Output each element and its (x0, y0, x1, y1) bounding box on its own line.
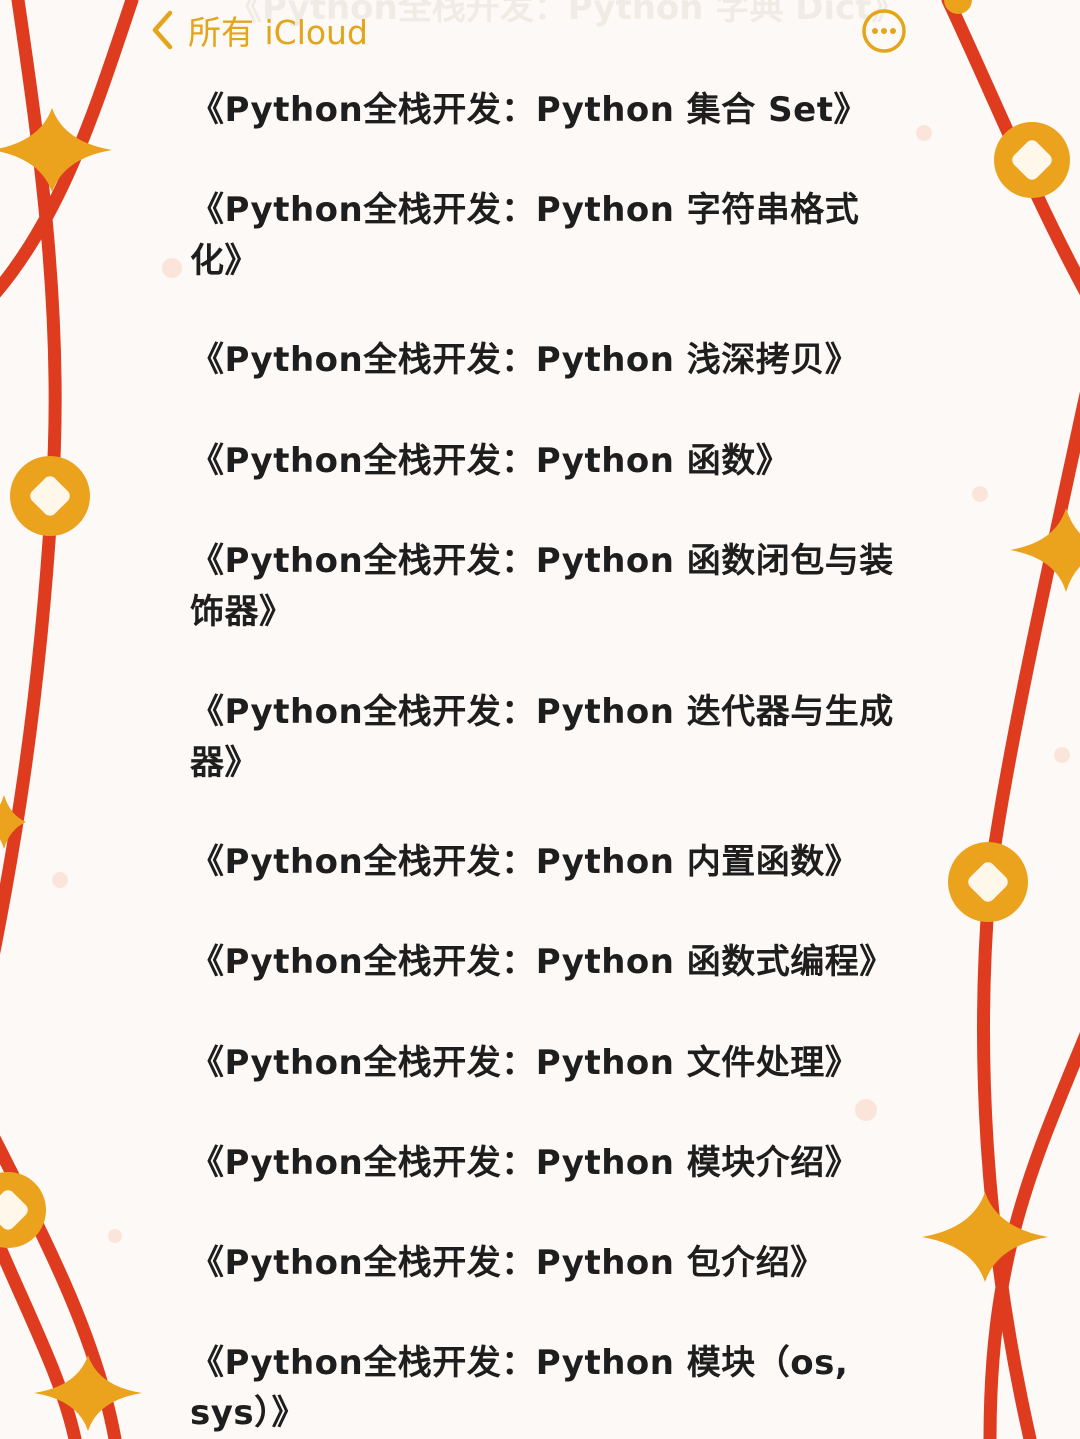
note-line: 饰器》 (190, 592, 294, 632)
note-line: 《Python全栈开发：Python 函数式编程》 (190, 942, 894, 982)
note-line: 《Python全栈开发：Python 内置函数》 (190, 842, 860, 882)
back-button[interactable]: 所有 iCloud (150, 8, 368, 52)
note-line: 《Python全栈开发：Python 函数》 (190, 441, 791, 481)
back-button-label: 所有 iCloud (188, 13, 368, 52)
note-line: 《Python全栈开发：Python 浅深拷贝》 (190, 340, 860, 380)
note-line: 《Python全栈开发：Python 文件处理》 (190, 1043, 860, 1083)
note-line: 《Python全栈开发：Python 迭代器与生成 (190, 692, 894, 732)
note-line: 《Python全栈开发：Python 集合 Set》 (190, 90, 868, 130)
note-line: 《Python全栈开发：Python 模块介绍》 (190, 1143, 860, 1183)
more-options-button[interactable] (861, 8, 907, 54)
note-line: sys）》 (190, 1393, 307, 1433)
note-line: 《Python全栈开发：Python 函数闭包与装 (190, 541, 894, 581)
note-line: 器》 (190, 743, 259, 783)
note-line: 《Python全栈开发：Python 模块（os, (190, 1343, 849, 1383)
note-line: 化》 (190, 241, 259, 281)
ellipsis-circle-icon (862, 9, 906, 53)
note-line: 《Python全栈开发：Python 字符串格式 (190, 190, 860, 230)
faded-note-title: 《Python全栈开发：Python 字典 Dict》 (228, 0, 906, 28)
chevron-left-icon (152, 10, 173, 50)
note-line: 《Python全栈开发：Python 包介绍》 (190, 1243, 825, 1283)
